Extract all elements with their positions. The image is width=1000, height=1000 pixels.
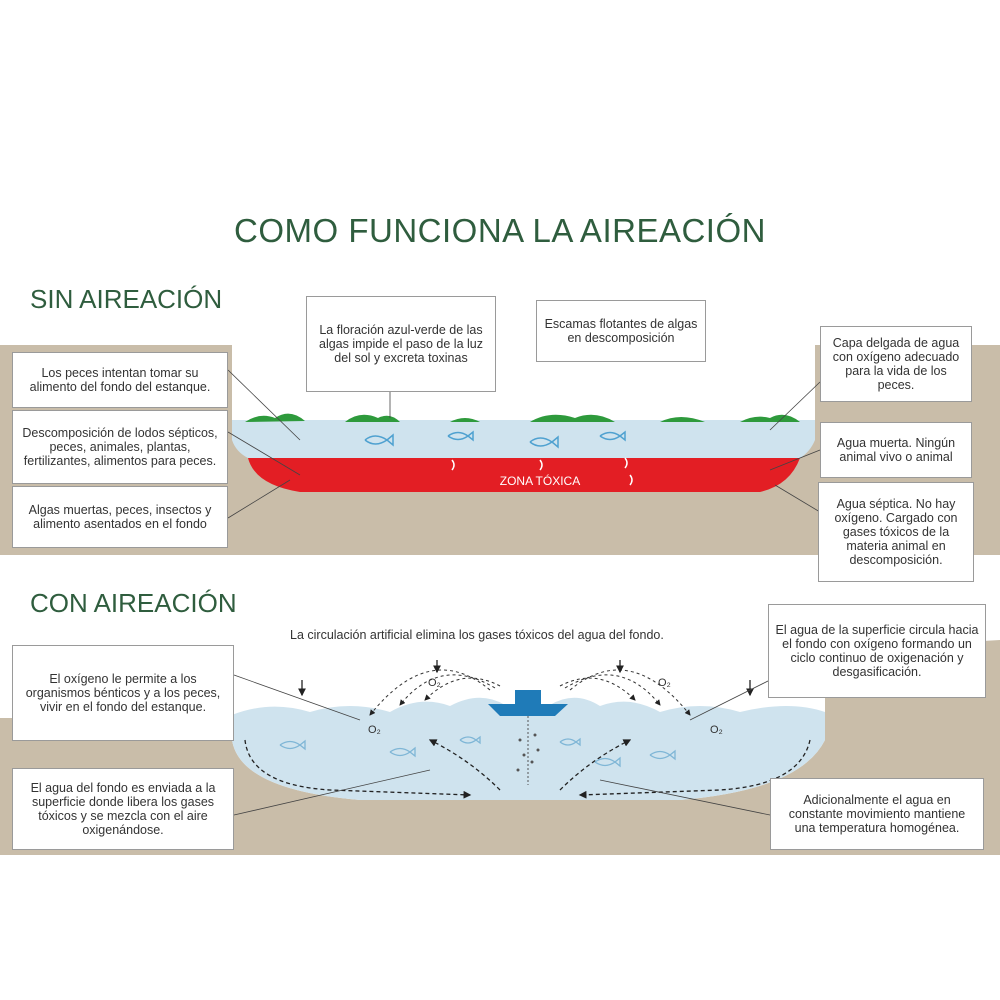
o2-label: O₂ [428,677,441,689]
label-escamas: Escamas flotantes de algas en descomposi… [536,300,706,362]
page-title: COMO FUNCIONA LA AIREACIÓN [234,212,766,249]
label-circulacion: La circulación artificial elimina los ga… [290,628,664,642]
leader-lines-top [227,369,821,519]
water-top [232,420,815,458]
fish-icon [364,433,394,447]
toxic-zone-label: ZONA TÓXICA [500,473,580,488]
aerator-icon [488,690,568,785]
gas-bubbles-top [451,457,633,486]
spray-arcs [369,669,691,716]
label-agua-septica: Agua séptica. No hay oxígeno. Cargado co… [818,482,974,582]
fish-icon [559,737,581,747]
ground-top [0,345,1000,555]
o2-label: O₂ [710,724,723,736]
leader-lines-bottom [233,674,771,816]
label-adicionalmente: Adicionalmente el agua en constante movi… [770,778,984,850]
fish-icon [599,430,626,442]
label-agua-superficie: El agua de la superficie circula hacia e… [768,604,986,698]
fish-icon [649,749,676,761]
pond-without-aeration: ZONA TÓXICA [0,345,1000,555]
label-descomposicion-lodos: Descomposición de lodos sépticos, peces,… [12,410,228,484]
ground-bottom [0,640,1000,855]
section-heading-sin: SIN AIREACIÓN [30,284,223,314]
label-floracion: La floración azul-verde de las algas imp… [306,296,496,392]
label-agua-fondo: El agua del fondo es enviada a la superf… [12,768,234,850]
fish-group-bottom [279,735,676,768]
label-algas-muertas: Algas muertas, peces, insectos y aliment… [12,486,228,548]
circulation-arrows [244,739,811,799]
section-heading-con: CON AIREACIÓN [30,588,237,618]
air-arrows [298,660,754,697]
fish-icon [279,739,306,751]
pond-with-aeration: O₂ O₂ O₂ O₂ [0,640,1000,855]
fish-icon [447,430,474,442]
fish-group-top [364,430,626,449]
fish-icon [529,435,559,449]
label-capa-delgada: Capa delgada de agua con oxígeno adecuad… [820,326,972,402]
algae-mats [245,413,800,422]
fish-icon [459,735,481,745]
o2-label: O₂ [368,724,381,736]
label-agua-muerta: Agua muerta. Ningún animal vivo o animal [820,422,972,478]
label-peces-alimento: Los peces intentan tomar su alimento del… [12,352,228,408]
label-oxigeno-organismos: El oxígeno le permite a los organismos b… [12,645,234,741]
toxic-zone [248,458,800,492]
fish-icon [594,756,621,768]
o2-label: O₂ [658,677,671,689]
fish-icon [389,746,416,758]
